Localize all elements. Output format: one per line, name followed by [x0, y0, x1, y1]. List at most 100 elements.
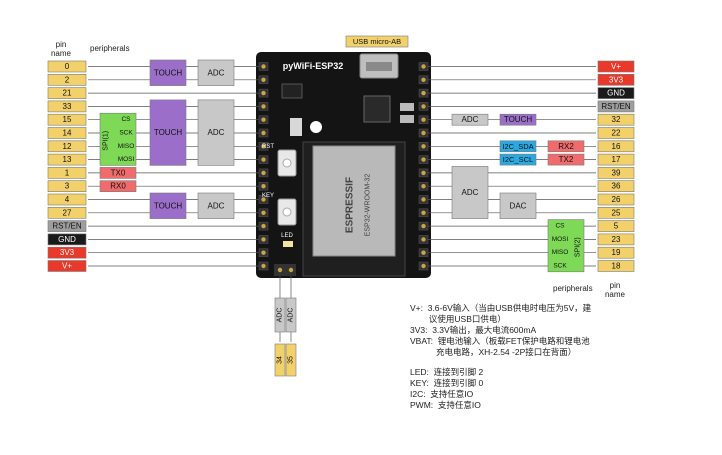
header-pin-right-pad — [421, 117, 426, 122]
rx2-block — [547, 140, 585, 153]
spi2-label: SPI(2) — [575, 237, 582, 257]
pin-left-3 — [47, 180, 87, 192]
board-name: pyWiFi-ESP32 — [283, 61, 343, 71]
bottom-pin-label: 34 — [277, 356, 284, 364]
pin-left-V+ — [47, 260, 87, 272]
note-line: 充电电路，XH-2.54 -2P接口在背面） — [410, 347, 577, 357]
pin-right-26 — [597, 193, 635, 206]
header-pin-left-pad — [261, 223, 266, 229]
pin-name-header-left-line2: name — [50, 49, 71, 58]
spi1-block — [99, 112, 137, 166]
pin-left-1 — [47, 167, 87, 179]
key-button-cap — [282, 207, 292, 217]
usb-uart-chip — [363, 95, 391, 123]
dac-block — [499, 192, 537, 219]
pin-right-18-label: 18 — [612, 262, 621, 271]
header-pin-left-pad — [261, 77, 266, 83]
header-pin-left-pad — [261, 64, 266, 69]
pin-right-19-label: 19 — [612, 248, 621, 257]
note-line: VBAT: 锂电池输入（板载FET保护电路和锂电池 — [410, 336, 590, 346]
touch-block-left — [149, 59, 187, 86]
note-line: I2C: 支持任意IO — [410, 389, 474, 399]
pin-right-17 — [597, 153, 635, 166]
esp32-module-shield — [312, 145, 396, 257]
pin-left-15-label: 15 — [63, 115, 72, 124]
spi1-signal: MISO — [118, 143, 135, 150]
pin-left-13 — [47, 153, 87, 166]
i2c-scl-block — [499, 153, 537, 166]
adc-block-bottom — [285, 297, 297, 333]
module-brand: ESPRESSIF — [345, 177, 356, 233]
pin-right-3V3 — [597, 74, 635, 86]
voltage-regulator — [281, 83, 303, 99]
header-pin-right-pad — [421, 197, 426, 202]
pin-left-2 — [47, 74, 87, 86]
bottom-pin — [274, 343, 286, 377]
pin-left-21-label: 21 — [63, 89, 72, 98]
adc-block-bottom — [274, 297, 286, 333]
pin-right-3V3-label: 3V3 — [609, 75, 624, 84]
adc-block-right-label: ADC — [462, 115, 479, 124]
tx0-block — [99, 167, 137, 179]
pin-right-V+-label: V+ — [611, 62, 621, 71]
header-pin-right-pad — [421, 144, 426, 149]
rst-label: RST — [262, 144, 274, 150]
note-line: V+: 3.6-6V输入（当由USB供电时电压为5V，建 — [410, 303, 592, 313]
spi2-signal: MOSI — [552, 236, 569, 243]
adc-block-bottom-label: ADC — [288, 308, 295, 323]
pin-left-33 — [47, 100, 87, 113]
key-label: KEY — [262, 193, 274, 199]
pin-right-5 — [597, 220, 635, 232]
pin-left-33-label: 33 — [63, 102, 72, 111]
pin-right-22-label: 22 — [612, 129, 621, 138]
header-pin-right-pad — [421, 170, 426, 176]
smd-component — [290, 118, 302, 136]
pin-left-1-label: 1 — [65, 168, 70, 177]
pin-left-13-label: 13 — [63, 155, 72, 164]
note-line: PWM: 支持任意IO — [410, 400, 481, 410]
module-model: ESP32-WROOM-32 — [365, 174, 372, 237]
tx0-block-label: TX0 — [111, 168, 126, 177]
smd-component — [400, 103, 414, 111]
i2c-sda-block-label: I2C_SDA — [502, 142, 533, 151]
header-pin-left-pad — [261, 210, 266, 215]
spi1-signal: SCK — [119, 130, 133, 137]
adc-block-left-big — [197, 99, 235, 166]
bottom-pin-pad — [288, 267, 294, 273]
pin-name-header-left: pin name — [50, 40, 72, 58]
adc-block-left — [197, 59, 235, 86]
pin-right-17-label: 17 — [612, 155, 621, 164]
pin-right-V+ — [597, 60, 635, 73]
pin-right-36 — [597, 180, 635, 192]
i2c-sda-block — [499, 140, 537, 153]
pin-name-header-right-line1: pin — [609, 281, 621, 290]
adc-block-left-2 — [197, 192, 235, 219]
pin-left-14-label: 14 — [63, 129, 72, 138]
header-pin-right-pad — [421, 77, 426, 83]
pin-left-GND — [47, 233, 87, 246]
pin-right-25 — [597, 207, 635, 219]
header-pin-right-pad — [421, 184, 426, 189]
pin-right-5-label: 5 — [614, 222, 619, 231]
header-pin-right-pad — [421, 90, 426, 96]
pin-left-2-label: 2 — [65, 75, 70, 84]
header-pin-right-pad — [421, 263, 426, 269]
pin-left-RST/EN-label: RST/EN — [52, 222, 82, 231]
pin-right-18 — [597, 260, 635, 272]
note-line: 议使用USB口供电） — [410, 314, 506, 324]
pin-right-25-label: 25 — [612, 208, 621, 217]
bottom-pin — [285, 343, 297, 377]
pin-left-0-label: 0 — [65, 62, 70, 71]
header-pin-left-pad — [261, 197, 266, 202]
peripherals-header-left: peripherals — [90, 44, 130, 53]
pin-right-19 — [597, 246, 635, 259]
header-pin-right-pad — [421, 130, 426, 136]
spi2-block — [547, 219, 585, 273]
adc-block-right — [451, 113, 489, 126]
spi2-signal: CS — [555, 223, 565, 230]
peripherals-header-right: peripherals — [553, 284, 593, 293]
pin-left-0 — [47, 60, 87, 73]
rx0-block-label: RX0 — [110, 182, 126, 191]
header-pin-right-pad — [421, 157, 426, 162]
